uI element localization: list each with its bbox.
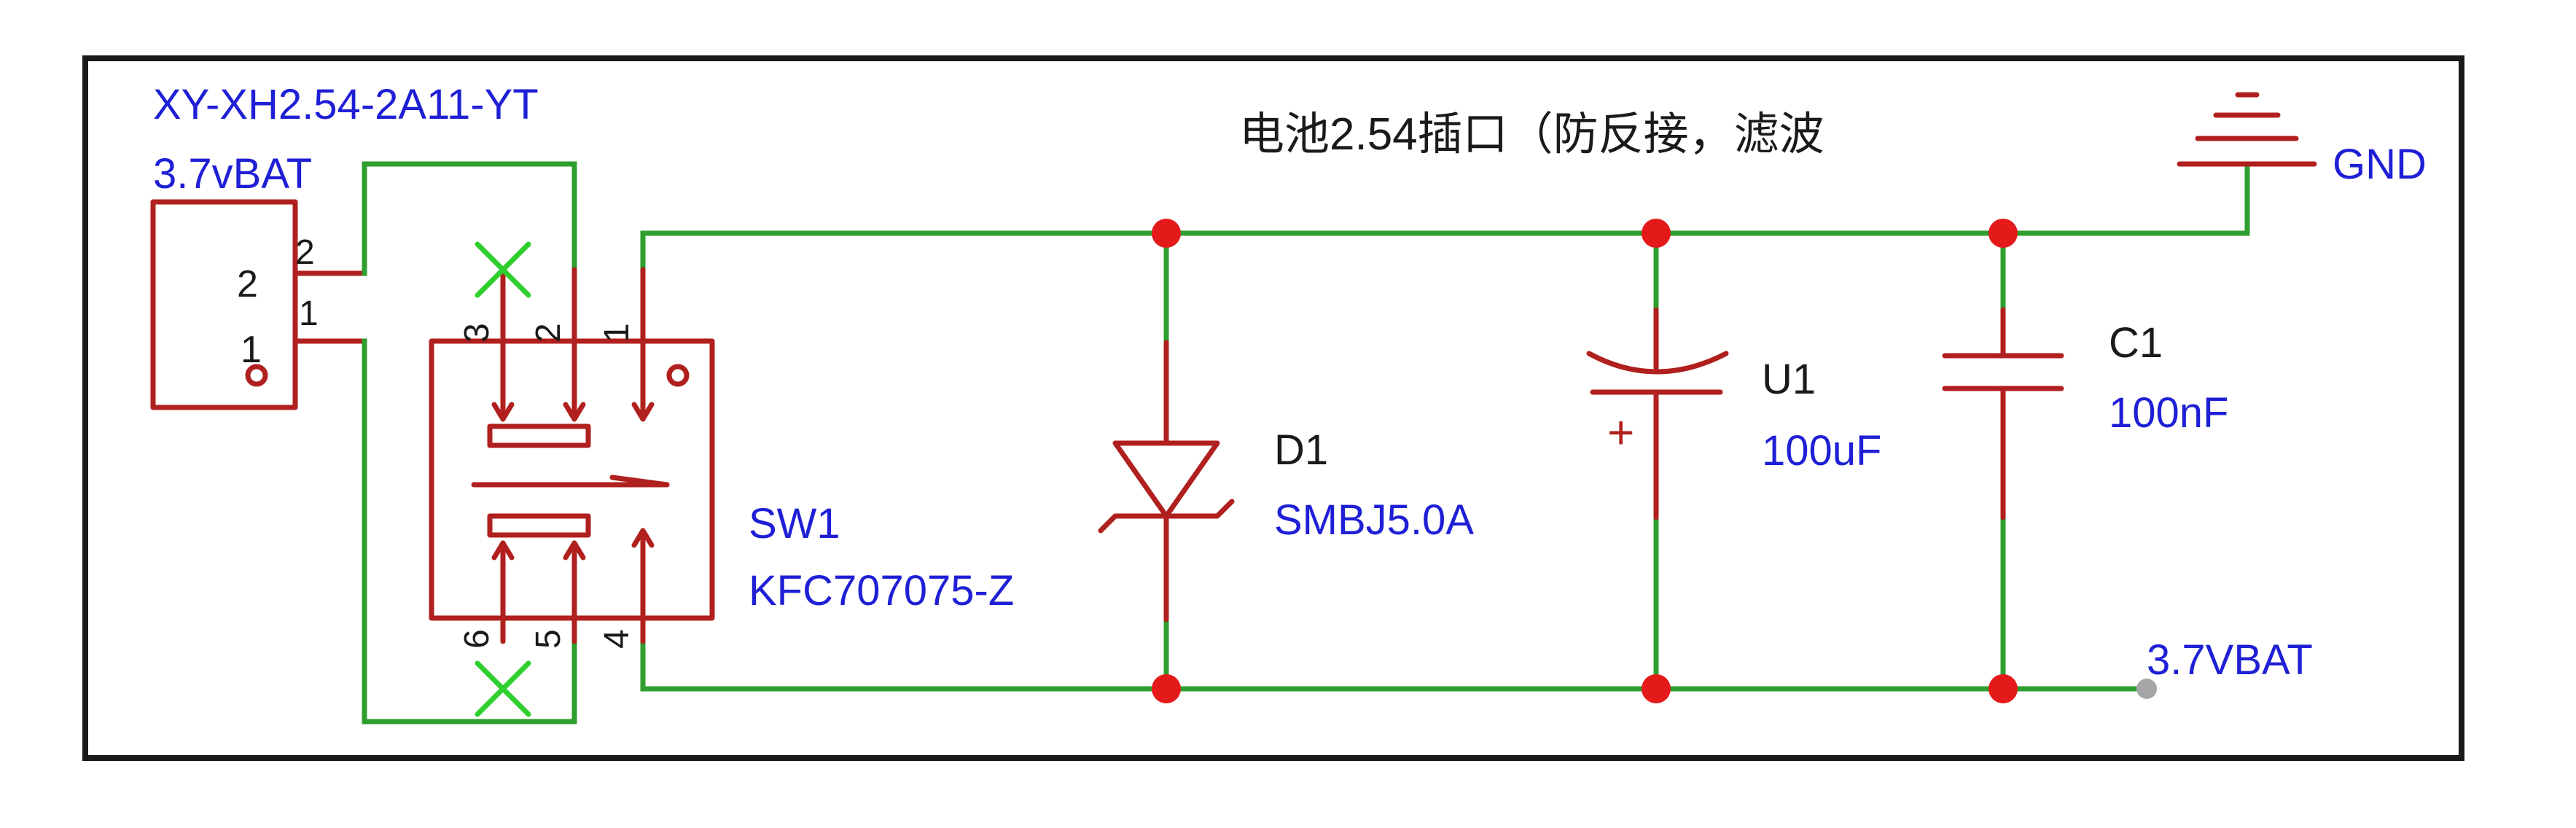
diode-value: SMBJ5.0A <box>1274 496 1474 544</box>
junctions <box>1152 219 2018 703</box>
junction-c1-top <box>1988 219 2018 248</box>
u1-value: 100uF <box>1762 427 1881 474</box>
connector-net-label: 3.7vBAT <box>153 150 312 198</box>
no-connect-pin-6 <box>475 660 531 717</box>
connector-pin-1-label: 1 <box>241 329 262 371</box>
connector-pin-2-number: 2 <box>295 233 315 272</box>
junction-c1-bottom <box>1988 674 2018 703</box>
wire-conn1-sw5[interactable] <box>362 338 577 724</box>
junction-u1-top <box>1642 219 1671 248</box>
gnd-net-label: GND <box>2333 141 2427 188</box>
diode-triangle <box>1112 440 1220 519</box>
c1-value: 100nF <box>2109 389 2228 437</box>
c1-designator: C1 <box>2109 319 2163 367</box>
sheet-border <box>82 55 2464 761</box>
switch-pin-2-number: 2 <box>529 323 568 343</box>
switch-pin-1-number: 1 <box>598 323 636 343</box>
capacitor-c1[interactable]: C1 100nF <box>1942 307 2228 520</box>
no-connect-pin-3 <box>475 241 531 298</box>
u1-designator: U1 <box>1762 356 1816 403</box>
connector-part-number: XY-XH2.54-2A11-YT <box>153 81 539 128</box>
switch-sw1[interactable]: 3 2 1 6 5 4 SW1 KFC707075-Z <box>429 267 1014 649</box>
switch-value: KFC707075-Z <box>749 567 1014 614</box>
diode-cathode-bar <box>1098 499 1235 534</box>
tvs-diode-d1[interactable]: D1 SMBJ5.0A <box>1098 340 1474 622</box>
u1-polarity-mark: + <box>1607 406 1634 458</box>
junction-d1-top <box>1152 219 1181 248</box>
connector-pin-2-label: 2 <box>237 263 258 305</box>
battery-connector[interactable]: XY-XH2.54-2A11-YT 3.7vBAT 2 1 2 1 <box>150 81 539 410</box>
junction-d1-bottom <box>1152 674 1181 703</box>
net-port-dot <box>2136 679 2157 699</box>
connector-body <box>150 199 298 410</box>
switch-contact-upper <box>487 423 591 448</box>
junction-u1-bottom <box>1642 674 1671 703</box>
u1-curved-plate <box>1586 351 1729 375</box>
switch-pin-6-number: 6 <box>458 629 496 649</box>
switch-pin-5-number: 5 <box>529 629 568 649</box>
schematic-title: 电池2.54插口（防反接，滤波 <box>1239 109 1824 160</box>
wire-bottom-rail[interactable] <box>640 638 2150 692</box>
switch-contact-lower <box>487 513 591 538</box>
wire-top-rail[interactable] <box>640 230 2250 273</box>
switch-pin-3-number: 3 <box>458 323 496 343</box>
electrolytic-capacitor-u1[interactable]: + U1 100uF <box>1586 307 1881 520</box>
gnd-symbol[interactable]: GND <box>2177 92 2427 188</box>
wire-conn2-sw2[interactable] <box>362 161 577 276</box>
connector-pin-1-number: 1 <box>299 294 319 333</box>
switch-pin-4-number: 4 <box>598 629 636 649</box>
battery-net-port[interactable]: 3.7VBAT <box>2136 636 2313 699</box>
switch-pin1-marker <box>666 364 690 387</box>
switch-designator: SW1 <box>749 500 840 547</box>
diode-designator: D1 <box>1274 426 1328 474</box>
battery-net-label: 3.7VBAT <box>2147 636 2313 684</box>
connector-pin-1-marker <box>245 364 268 387</box>
